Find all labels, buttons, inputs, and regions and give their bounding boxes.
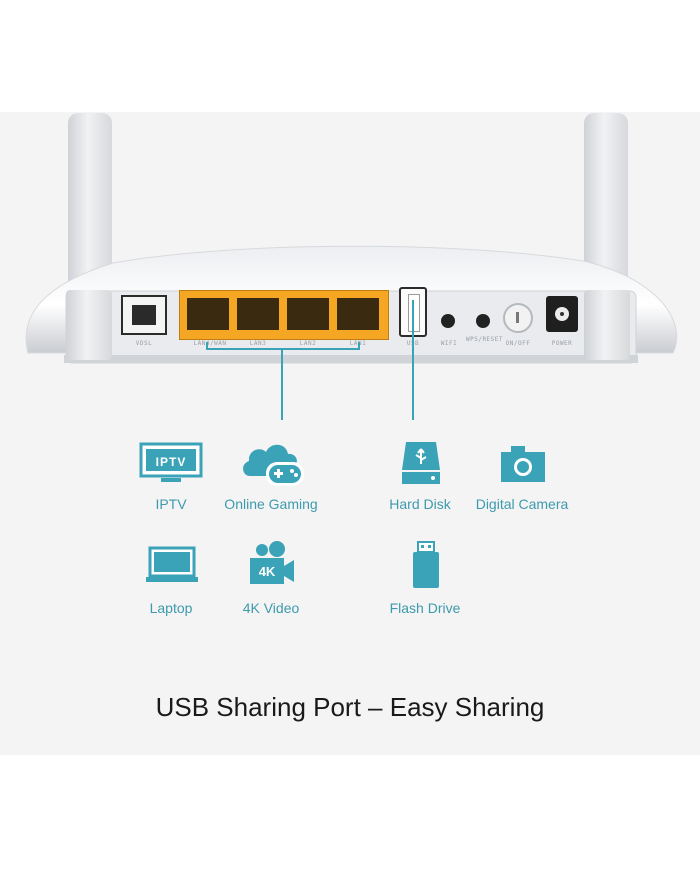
wps-reset-label: WPS/RESET [466, 336, 504, 343]
video-camera-icon: 4K [250, 541, 294, 584]
lan3-label: LAN3 [249, 340, 267, 347]
tagline: USB Sharing Port – Easy Sharing [155, 692, 545, 722]
on-off-button [503, 303, 533, 333]
iptv-label: IPTV [155, 496, 187, 512]
lan-port-1 [337, 298, 379, 330]
vdsl-label: VDSL [135, 340, 153, 347]
lan-bracket-right [358, 342, 360, 350]
laptop-label: Laptop [149, 600, 193, 616]
on-off-label: ON/OFF [505, 340, 531, 347]
wifi-label: WIFI [440, 340, 458, 347]
lan-port-3 [237, 298, 279, 330]
lan-bracket [206, 348, 360, 350]
video-badge-text: 4K [259, 564, 276, 579]
right-antenna-base [584, 290, 630, 360]
lan1-label: LAN1 [337, 340, 379, 347]
digital-camera-label: Digital Camera [475, 496, 569, 512]
lan-port-2 [287, 298, 329, 330]
hard-disk-label: Hard Disk [389, 496, 451, 512]
left-antenna-base [66, 290, 112, 360]
4k-video-label: 4K Video [242, 600, 300, 616]
hard-disk-icon [402, 442, 440, 484]
lan-bracket-left [206, 342, 208, 350]
usb-connector-line [412, 300, 414, 420]
cloud-gamepad-icon [243, 444, 304, 486]
power-port [546, 296, 578, 332]
camera-icon [501, 446, 545, 482]
lan-connector-line [281, 348, 283, 420]
vdsl-port [121, 295, 167, 335]
wifi-button [441, 314, 455, 328]
lan2-label: LAN2 [299, 340, 317, 347]
power-label: POWER [551, 340, 573, 347]
lan-port-4 [187, 298, 229, 330]
product-panel [0, 112, 700, 755]
tv-screen-text: IPTV [156, 455, 187, 469]
online-gaming-label: Online Gaming [224, 496, 318, 512]
tv-icon: IPTV [139, 442, 203, 482]
laptop-icon [146, 546, 198, 582]
wps-reset-button [476, 314, 490, 328]
flash-drive-icon [413, 541, 439, 588]
flash-drive-label: Flash Drive [389, 600, 461, 616]
lan4-wan-label: LAN4/WAN [193, 340, 227, 347]
